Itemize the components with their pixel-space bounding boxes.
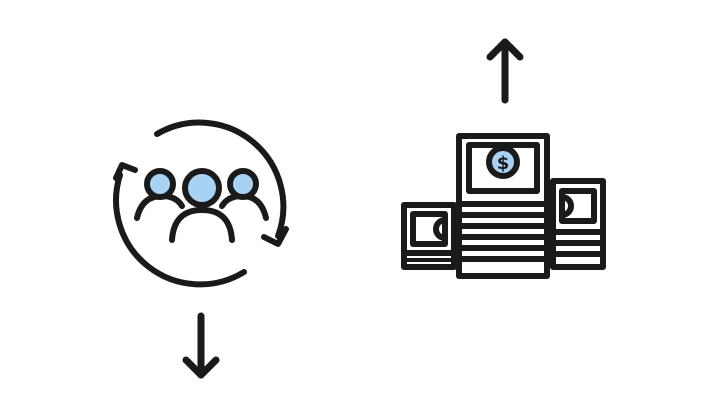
rotation-arrowhead-right [261, 226, 289, 247]
rotation-arc-top [154, 119, 287, 239]
dollar-symbol: $ [497, 153, 510, 174]
rotation-arc-bottom [113, 172, 247, 288]
person-center-head [182, 168, 222, 208]
person-right-head [227, 168, 259, 200]
person-left-head [144, 168, 176, 200]
arrow-up-icon [486, 38, 524, 104]
rotation-arrowhead-left [113, 162, 138, 181]
people-group [134, 168, 269, 243]
bill-stack-center [456, 133, 550, 279]
money-stack-icon [401, 133, 606, 279]
person-center-body [169, 207, 235, 243]
arrow-down-icon [182, 312, 220, 379]
dollar-coin-icon [486, 145, 520, 179]
team-rotation-icon [113, 119, 289, 288]
bill-stack-left [401, 202, 457, 270]
bill-stack-right [550, 178, 606, 270]
